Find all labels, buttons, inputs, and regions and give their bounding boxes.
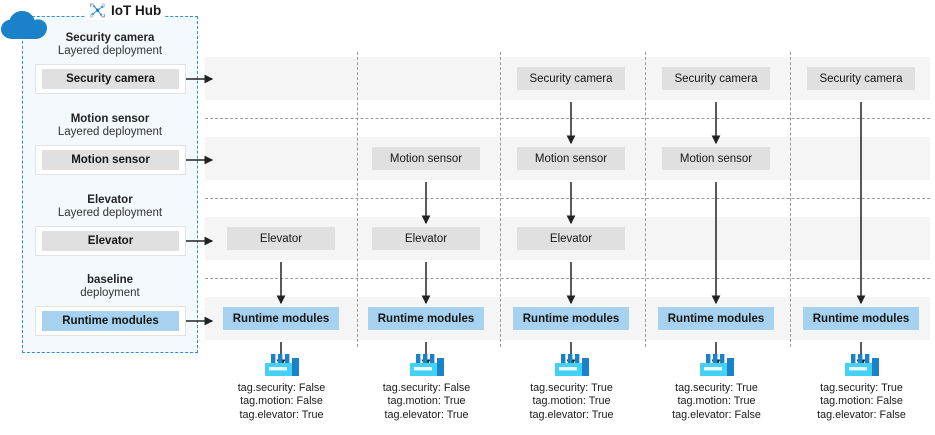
iot-hub-icon — [90, 3, 105, 17]
hub-group-sublabel: Layered deployment — [57, 45, 163, 57]
device-tags-4: tag.security: True tag.motion: True tag.… — [644, 382, 789, 422]
column-separator-4 — [790, 52, 791, 347]
hub-group-sublabel: deployment — [80, 287, 140, 299]
cell-runtime-modules-device-3[interactable]: Runtime modules — [513, 307, 629, 330]
device-column-2: tag.security: False tag.motion: True tag… — [354, 352, 499, 422]
tag-line: tag.elevator: True — [239, 408, 324, 421]
factory-icon — [409, 354, 444, 376]
device-tags-5: tag.security: True tag.motion: False tag… — [789, 382, 934, 422]
tag-line: tag.motion: True — [677, 395, 756, 408]
row-separator-3 — [205, 278, 930, 279]
tag-line: tag.elevator: False — [817, 408, 906, 421]
tag-line: tag.security: True — [675, 382, 758, 394]
column-separator-3 — [645, 52, 646, 347]
device-tags-3: tag.security: True tag.motion: True tag.… — [499, 382, 644, 422]
hub-module-label: Runtime modules — [42, 311, 179, 331]
cell-elevator-device-3[interactable]: Elevator — [517, 227, 625, 250]
hub-module-motion-sensor[interactable]: Motion sensor — [35, 145, 186, 175]
tag-line: tag.security: False — [382, 382, 471, 394]
device-tags-1: tag.security: False tag.motion: False ta… — [209, 382, 354, 422]
cell-security-camera-device-3[interactable]: Security camera — [517, 67, 625, 90]
hub-group-label-baseline: baseline deployment — [22, 274, 198, 300]
hub-module-label: Elevator — [42, 231, 179, 251]
device-column-4: tag.security: True tag.motion: True tag.… — [644, 352, 789, 422]
factory-icon — [844, 354, 879, 376]
iot-hub-label: IoT Hub — [111, 2, 162, 18]
hub-module-label: Motion sensor — [42, 150, 179, 170]
tag-line: tag.elevator: False — [672, 408, 761, 421]
hub-module-label: Security camera — [42, 69, 179, 89]
cell-runtime-modules-device-1[interactable]: Runtime modules — [223, 307, 339, 330]
cell-motion-sensor-device-4[interactable]: Motion sensor — [662, 147, 770, 170]
device-column-3: tag.security: True tag.motion: True tag.… — [499, 352, 644, 422]
hub-group-name: Motion sensor — [70, 113, 150, 125]
hub-module-runtime-modules[interactable]: Runtime modules — [35, 306, 186, 336]
cell-elevator-device-1[interactable]: Elevator — [227, 227, 335, 250]
column-separator-1 — [357, 52, 358, 347]
tag-line: tag.motion: True — [387, 395, 466, 408]
iot-hub-title: IoT Hub — [86, 0, 165, 20]
cell-elevator-device-2[interactable]: Elevator — [372, 227, 480, 250]
tag-line: tag.elevator: True — [529, 408, 614, 421]
cell-security-camera-device-5[interactable]: Security camera — [807, 67, 915, 90]
cell-motion-sensor-device-3[interactable]: Motion sensor — [517, 147, 625, 170]
cell-security-camera-device-4[interactable]: Security camera — [662, 67, 770, 90]
column-separator-2 — [500, 52, 501, 347]
hub-group-label-security-camera: Security camera Layered deployment — [22, 32, 198, 58]
tag-line: tag.security: False — [237, 382, 326, 394]
factory-icon — [554, 354, 589, 376]
deployment-matrix: Elevator Runtime modules Motion sensor E… — [205, 52, 930, 347]
hub-group-sublabel: Layered deployment — [57, 207, 163, 219]
hub-group-label-elevator: Elevator Layered deployment — [22, 194, 198, 220]
hub-group-name: baseline — [86, 274, 134, 286]
tag-line: tag.motion: False — [240, 395, 323, 408]
tag-line: tag.security: True — [530, 382, 613, 394]
cloud-icon — [1, 11, 47, 39]
device-column-1: tag.security: False tag.motion: False ta… — [209, 352, 354, 422]
hub-group-label-motion-sensor: Motion sensor Layered deployment — [22, 113, 198, 139]
device-column-5: tag.security: True tag.motion: False tag… — [789, 352, 934, 422]
cell-runtime-modules-device-5[interactable]: Runtime modules — [803, 307, 919, 330]
factory-icon — [699, 354, 734, 376]
hub-group-sublabel: Layered deployment — [57, 126, 163, 138]
cell-runtime-modules-device-4[interactable]: Runtime modules — [658, 307, 774, 330]
factory-icon — [264, 354, 299, 376]
cell-motion-sensor-device-2[interactable]: Motion sensor — [372, 147, 480, 170]
cell-runtime-modules-device-2[interactable]: Runtime modules — [368, 307, 484, 330]
tag-line: tag.elevator: True — [384, 408, 469, 421]
hub-group-name: Elevator — [87, 194, 133, 206]
tag-line: tag.motion: True — [532, 395, 611, 408]
tag-line: tag.security: True — [820, 382, 903, 394]
hub-group-name: Security camera — [65, 32, 155, 44]
tag-line: tag.motion: False — [820, 395, 903, 408]
row-separator-1 — [205, 118, 930, 119]
hub-module-elevator[interactable]: Elevator — [35, 226, 186, 256]
row-separator-2 — [205, 198, 930, 199]
hub-module-security-camera[interactable]: Security camera — [35, 64, 186, 94]
device-tags-2: tag.security: False tag.motion: True tag… — [354, 382, 499, 422]
